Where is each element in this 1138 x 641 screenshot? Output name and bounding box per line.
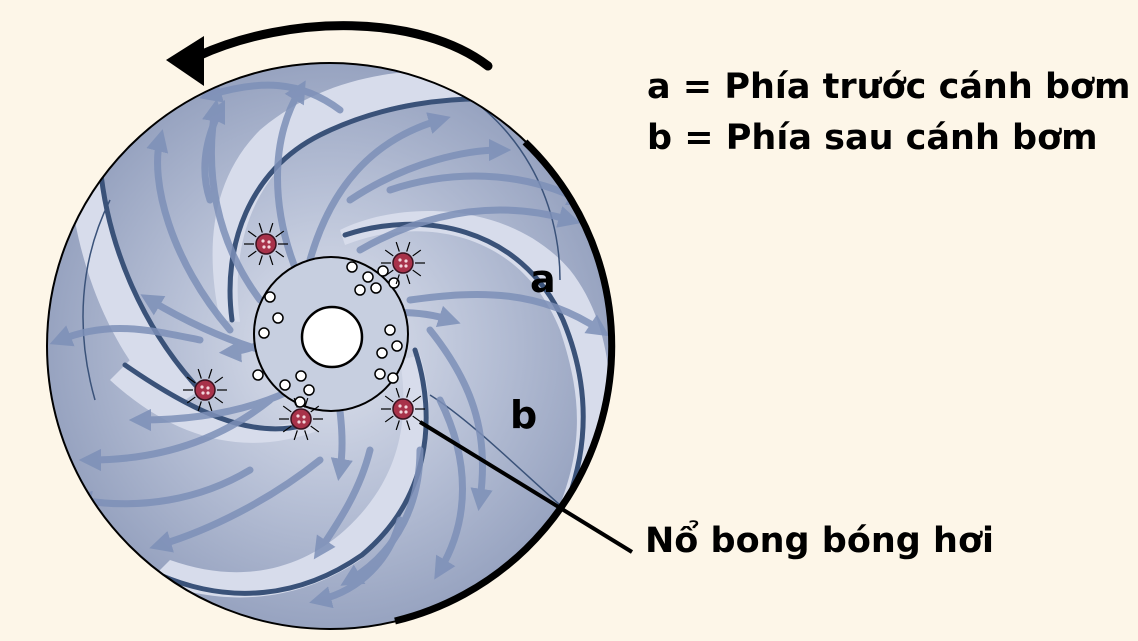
vane-edge-5: [122, 362, 308, 432]
rotation-arrowhead-icon: [166, 36, 204, 86]
vapor-bubble-group: [252, 261, 403, 408]
bubble-collapse-icon: [279, 397, 323, 441]
impeller-vane-lower: [150, 355, 430, 598]
label-b: b: [510, 393, 537, 437]
callout-leader-line: [418, 420, 634, 554]
rotation-arrow-icon: [193, 21, 493, 71]
vane-edge-4: [157, 347, 429, 596]
impeller-vane-upper: [212, 70, 520, 323]
legend-item-b: b = Phía sau cánh bơm: [647, 118, 1098, 158]
legend: a = Phía trước cánh bơm b = Phía sau cán…: [647, 62, 1131, 164]
bubble-collapse-icon: [381, 387, 425, 431]
label-a: a: [530, 257, 556, 301]
bubble-collapse-icon: [244, 222, 288, 266]
vane-edge-2: [97, 162, 201, 391]
bubble-collapse-icon: [381, 241, 425, 285]
callout-label: Nổ bong bóng hơi: [645, 521, 994, 561]
impeller-shaft-hole: [300, 305, 364, 369]
bubble-collapse-icon: [183, 368, 227, 412]
legend-item-a: a = Phía trước cánh bơm: [647, 67, 1131, 107]
